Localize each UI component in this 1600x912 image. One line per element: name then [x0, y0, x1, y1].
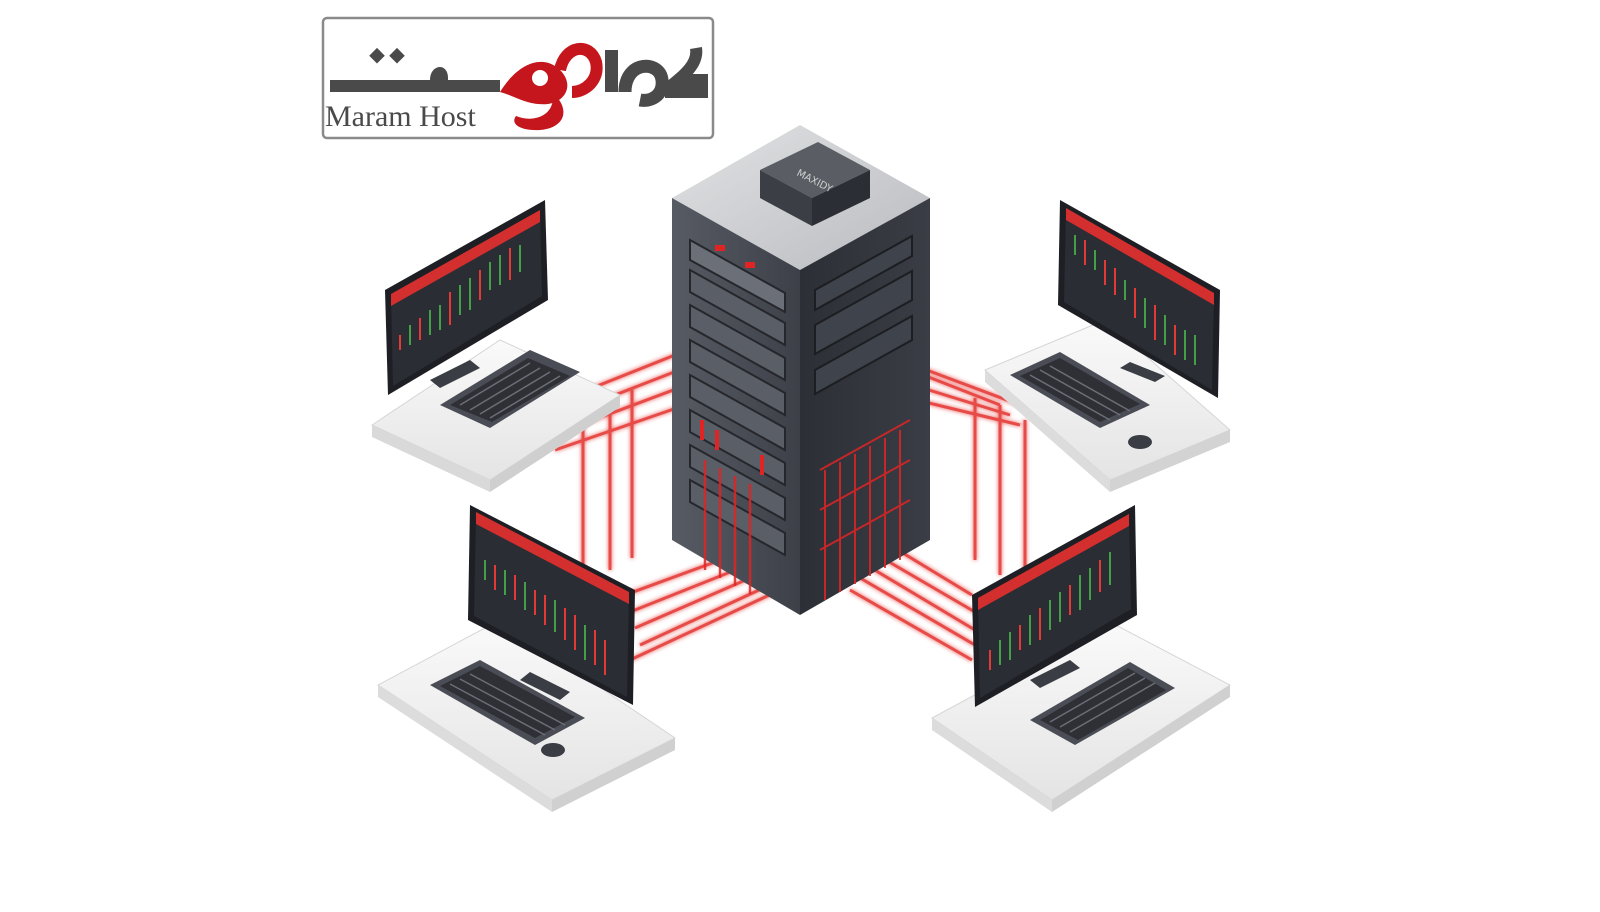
- candlestick-chart-screen: [989, 552, 1111, 670]
- logo-latin-text: Maram Host: [325, 100, 476, 133]
- monitor: [972, 505, 1137, 707]
- keyboard: [1010, 352, 1150, 428]
- top-unit: MAXIDY: [760, 142, 870, 226]
- red-grille: [819, 419, 911, 600]
- monitor: [468, 505, 635, 705]
- front-rack-slots: [689, 238, 786, 557]
- status-lights: [700, 245, 764, 475]
- server-tower: MAXIDY: [672, 125, 930, 615]
- workstation-bottom-left: [377, 505, 676, 812]
- candlestick-chart-screen: [484, 560, 606, 675]
- candlestick-chart-screen: [399, 245, 521, 350]
- keyboard: [1030, 662, 1175, 745]
- mouse: [541, 743, 565, 757]
- workstation-top-left: [370, 200, 622, 492]
- maram-host-logo: Maram Host: [321, 16, 715, 140]
- workstation-bottom-right: [931, 505, 1231, 812]
- side-rack-slots: [814, 234, 913, 396]
- monitor: [1058, 200, 1220, 398]
- candlestick-chart-screen: [1074, 235, 1196, 365]
- monitor: [385, 200, 548, 395]
- mouse: [1128, 435, 1152, 449]
- logo-persian-glyphs: [330, 42, 708, 131]
- workstation-top-right: [984, 200, 1231, 492]
- keyboard: [430, 660, 585, 745]
- keyboard: [440, 350, 580, 428]
